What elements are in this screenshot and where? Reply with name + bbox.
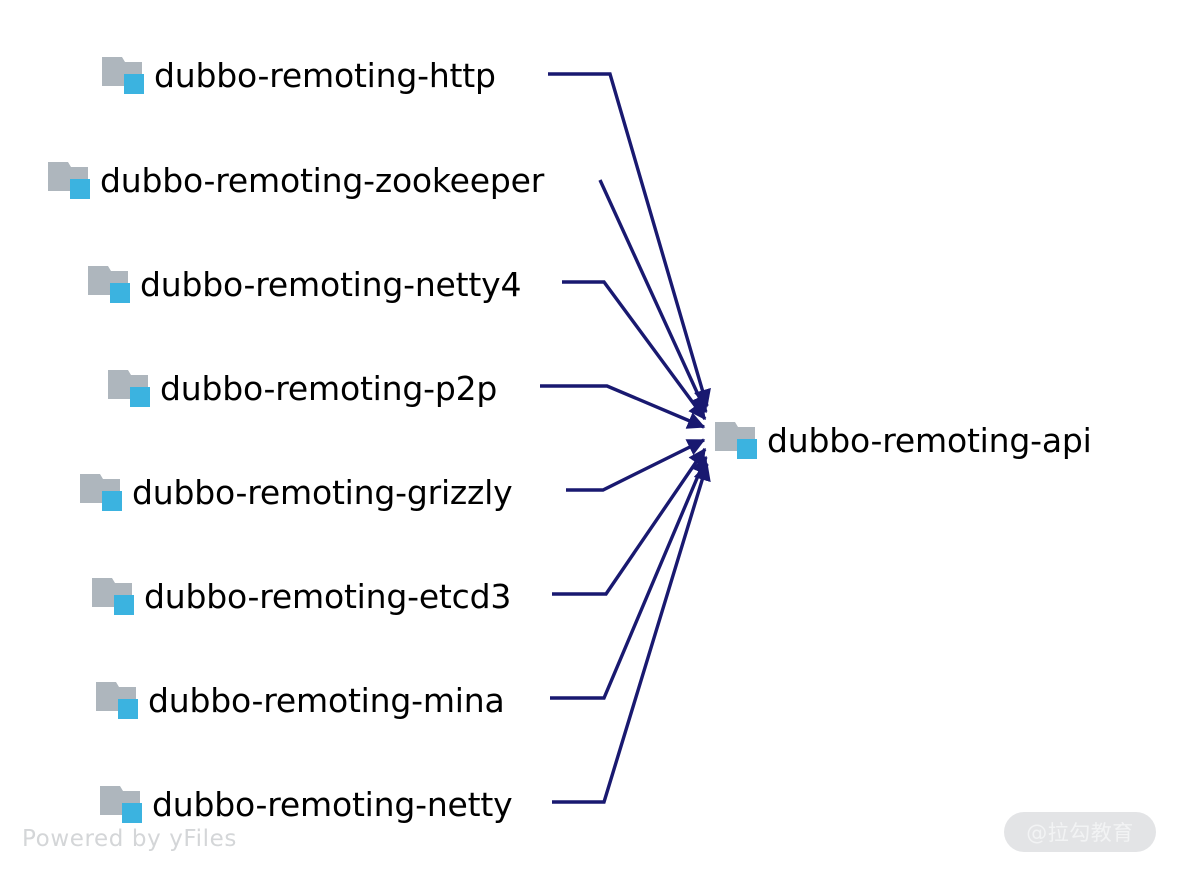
edge-etcd3-to-api [552,447,707,596]
brand-watermark-label: @拉勾教育 [1026,821,1134,845]
node-dubbo-remoting-api[interactable]: dubbo-remoting-api [715,412,1092,468]
folder-icon [48,160,92,200]
node-label: dubbo-remoting-netty [152,784,513,824]
edge-zookeeper-to-api [598,179,708,414]
folder-icon [80,472,124,512]
folder-icon [96,680,140,720]
edge-grizzly-to-api [566,438,706,492]
node-dubbo-remoting-netty[interactable]: dubbo-remoting-netty [100,776,513,832]
folder-icon [100,784,144,824]
node-label: dubbo-remoting-zookeeper [100,160,545,200]
node-label: dubbo-remoting-etcd3 [144,576,512,616]
folder-icon [92,576,136,616]
node-label: dubbo-remoting-grizzly [132,472,513,512]
brand-watermark: @拉勾教育 [1004,812,1156,852]
node-label: dubbo-remoting-p2p [160,368,498,408]
node-dubbo-remoting-http[interactable]: dubbo-remoting-http [102,47,496,103]
folder-icon [88,264,132,304]
folder-icon [102,55,146,95]
node-dubbo-remoting-grizzly[interactable]: dubbo-remoting-grizzly [80,464,513,520]
edge-http-to-api [548,72,711,408]
yfiles-watermark: Powered by yFiles [22,826,237,852]
node-label: dubbo-remoting-api [767,420,1092,460]
edge-mina-to-api [550,455,708,700]
edge-p2p-to-api [540,384,706,429]
node-label: dubbo-remoting-netty4 [140,264,522,304]
node-dubbo-remoting-netty4[interactable]: dubbo-remoting-netty4 [88,256,521,312]
node-dubbo-remoting-mina[interactable]: dubbo-remoting-mina [96,672,505,728]
edge-netty4-to-api [562,280,707,421]
node-dubbo-remoting-etcd3[interactable]: dubbo-remoting-etcd3 [92,568,511,624]
folder-icon [715,420,759,460]
node-label: dubbo-remoting-mina [148,680,505,720]
node-label: dubbo-remoting-http [154,55,496,95]
node-dubbo-remoting-zookeeper[interactable]: dubbo-remoting-zookeeper [48,152,544,208]
edge-netty-to-api [552,462,711,804]
folder-icon [108,368,152,408]
node-dubbo-remoting-p2p[interactable]: dubbo-remoting-p2p [108,360,497,416]
